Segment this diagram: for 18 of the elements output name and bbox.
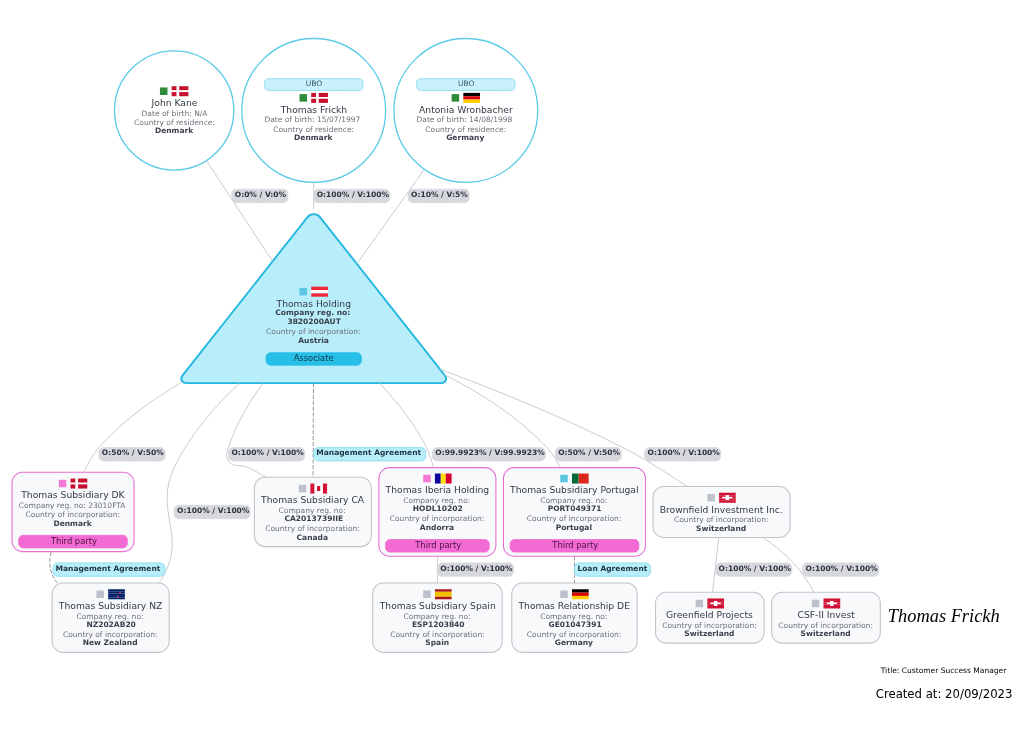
edge-label: Management Agreement (55, 563, 161, 573)
edge-label: O:100% / V:100% (316, 189, 389, 199)
edge-label: O:100% / V:100% (231, 448, 304, 458)
edge-label: O:100% / V:100% (718, 563, 791, 573)
edge-label: Loan Agreement (577, 563, 648, 573)
edge-label: O:50% / V:50% (101, 448, 164, 458)
label: Title: Customer Success Manager (880, 665, 1007, 675)
edge-label: O:0% / V:0% (234, 189, 287, 199)
edge-label: O:50% / V:50% (558, 448, 621, 458)
edge-label: O:99.9923% / V:99.9923% (435, 448, 545, 458)
edge-label: O:100% / V:100% (440, 563, 513, 573)
label: Thomas Frickh (887, 605, 1000, 626)
edge-label: O:100% / V:100% (647, 448, 720, 458)
edge-label: Management Agreement (316, 448, 422, 458)
label: Created at: 20/09/2023 (875, 687, 1013, 702)
edge-label: O:100% / V:100% (805, 563, 878, 573)
edge-label: O:10% / V:5% (411, 189, 468, 199)
edge-label: O:100% / V:100% (177, 505, 250, 515)
